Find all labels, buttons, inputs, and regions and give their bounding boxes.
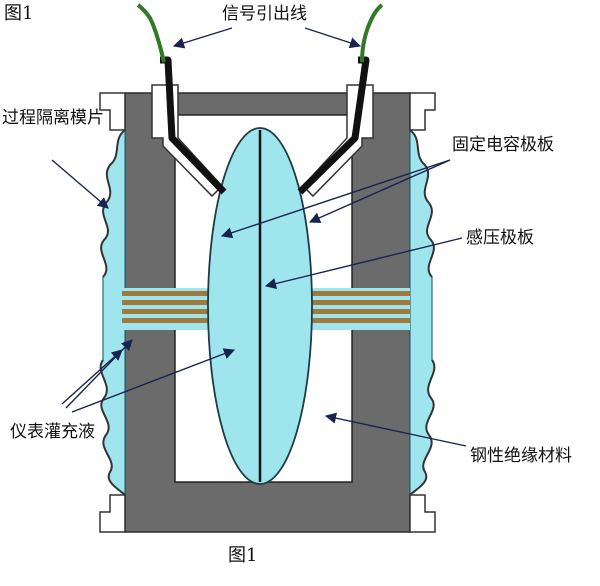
right-diaphragm-edge-lower: [409, 359, 436, 496]
figure-caption-bottom: 图1: [228, 545, 258, 566]
bottom-right-flange: [409, 494, 436, 533]
left-stripe-passage: [122, 288, 214, 330]
left-green-lead: [136, 3, 166, 63]
left-diaphragm-edge-lower: [99, 359, 126, 496]
label-fixed-capacitor-plate: 固定电容极板: [452, 135, 554, 155]
figure-title-top: 图1: [4, 3, 34, 24]
arrow-diaphragm: [51, 159, 109, 209]
arrow-fill-fluid-3: [71, 348, 236, 413]
label-sensing-plate: 感压极板: [466, 228, 534, 248]
label-instrument-fill-fluid: 仪表灌充液: [10, 422, 95, 442]
arrow-fill-fluid-2: [65, 339, 133, 409]
label-signal-leads: 信号引出线: [222, 4, 307, 24]
bottom-left-flange: [99, 494, 126, 533]
label-process-isolation-diaphragm: 过程隔离模片: [2, 108, 104, 128]
right-stripe-passage: [310, 288, 410, 330]
top-left-flange: [99, 92, 126, 131]
top-right-flange: [409, 92, 436, 131]
label-rigid-insulating-material: 钢性绝缘材料: [470, 446, 572, 466]
arrow-fixed-plate-2: [308, 159, 451, 224]
arrow-signal-left: [172, 27, 233, 49]
right-diaphragm-edge: [409, 129, 435, 278]
arrow-sensing-plate: [264, 237, 463, 290]
arrow-signal-right: [304, 27, 362, 49]
arrow-fixed-plate-1: [220, 159, 451, 239]
right-green-lead: [360, 3, 384, 63]
arrow-insulating: [324, 412, 467, 447]
arrow-fill-fluid-1: [61, 349, 123, 405]
